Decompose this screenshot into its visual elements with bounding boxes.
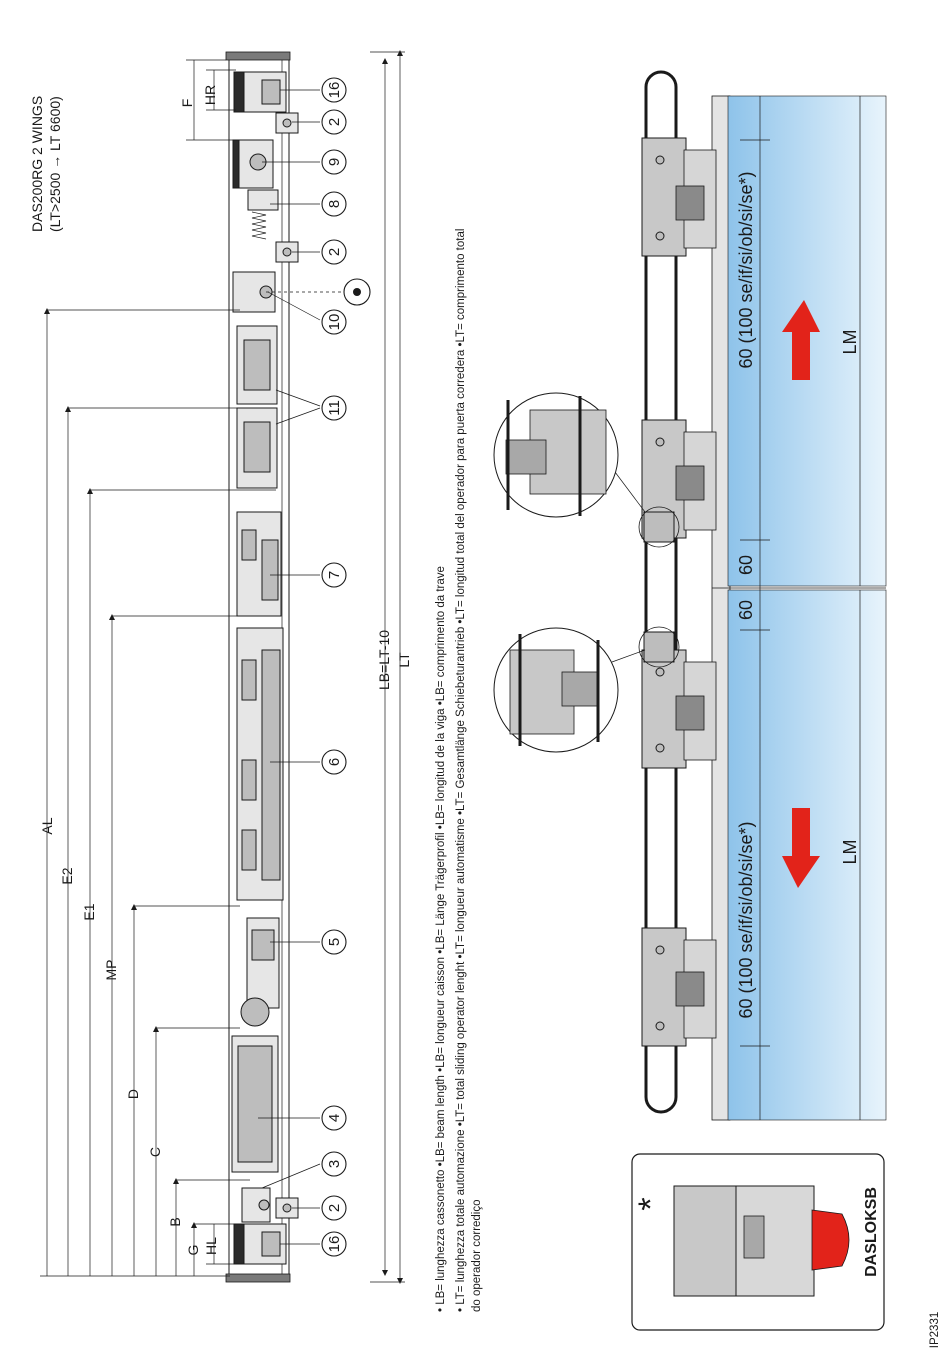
dim-mp: MP [103,960,119,981]
door-leaves [493,70,887,1121]
dimension-lines [40,50,405,1284]
lock-device [241,1187,271,1223]
callout-10: 10 [321,309,347,335]
inset-red-knob [811,1209,850,1271]
svg-text:7: 7 [326,571,343,579]
callout-2-top: 2 [321,109,347,135]
dim-hr: HR [202,85,218,105]
carriage-block-4 [641,927,717,1047]
inset-label: DASLOKSB [863,1187,880,1277]
callout-16-bottom: 16 [321,1231,347,1257]
inset-asterisk: * [632,1197,670,1210]
dim-lt: LT [396,652,412,668]
pivot-symbol [343,278,371,306]
detail-magnifier-upper [493,392,646,518]
lm-label-lower: LM [840,839,860,864]
callout-2-middle: 2 [321,239,347,265]
svg-text:10: 10 [326,314,343,331]
electronic-control-unit [236,627,284,901]
top-end-cap [225,51,291,61]
callout-16-top: 16 [321,77,347,103]
carriage-block-3 [641,649,717,769]
dim-e1: E1 [81,903,97,920]
svg-text:8: 8 [326,200,343,208]
gap-label-upper: 60 [736,555,756,575]
callout-11: 11 [321,395,347,421]
svg-text:3: 3 [326,1160,343,1168]
svg-text:5: 5 [326,938,343,946]
legend-line-3: do operador corrediço [471,1199,483,1312]
belt-clamp-lower [643,631,675,663]
stroke-label-lower: 60 (100 se/if/si/ob/si/se*) [736,821,756,1018]
detail-ring-upper [638,506,680,548]
svg-text:9: 9 [326,158,343,166]
guide-rail [644,70,678,1114]
detail-magnifier-lower [493,627,646,753]
end-stop-bottom [233,1223,287,1265]
callout-2-bottom: 2 [321,1195,347,1221]
svg-text:16: 16 [326,1236,343,1253]
belt-tensioner [247,189,279,240]
dim-d: D [125,1089,141,1099]
leader-lines [258,89,343,1245]
motor [240,917,280,1027]
control-board [236,511,282,617]
svg-text:11: 11 [326,400,343,416]
callout-5: 5 [321,929,347,955]
bottom-end-cap [225,1273,291,1283]
inset-body [673,1185,739,1297]
svg-text:2: 2 [326,248,343,256]
model-title: DAS200RG 2 WINGS [29,96,45,232]
arrow-open-down [782,808,820,888]
detail-ring-lower [638,626,680,668]
battery [231,1035,279,1173]
carriage-upper [236,325,278,405]
dim-e2: E2 [59,867,75,884]
inset-box [631,1153,885,1331]
callout-8: 8 [321,191,347,217]
svg-text:2: 2 [326,1204,343,1212]
cable-clamp-bottom [275,1197,299,1219]
dim-c: C [147,1147,163,1157]
svg-text:16: 16 [326,82,343,99]
cable-clamp-top [275,112,299,134]
legend-line-1: • LB= lunghezza cassonetto •LB= beam len… [435,566,447,1312]
model-range: (LT>2500 → LT 6600) [47,96,63,232]
callout-6: 6 [321,749,347,775]
dim-b: B [167,1217,183,1226]
idler-pulley [232,139,274,189]
operator-beam [225,51,299,1283]
svg-text:2: 2 [326,118,343,126]
dim-al: AL [39,817,55,834]
dim-g: G [185,1245,201,1256]
svg-text:4: 4 [326,1114,343,1122]
legend-line-2: • LT= lunghezza totale automazione •LT= … [455,229,467,1312]
carriage-lower [236,407,278,489]
callout-4: 4 [321,1105,347,1131]
end-stop-top [233,71,287,113]
dim-lb: LB=LT-10 [376,630,392,690]
arrow-open-up [782,300,820,380]
drawing-code: IP2331 [929,1312,941,1348]
svg-text:6: 6 [326,758,343,766]
callout-9: 9 [321,149,347,175]
cable-clamp-middle [275,241,299,263]
callout-3: 3 [321,1151,347,1177]
callout-7: 7 [321,562,347,588]
gap-label-lower: 60 [736,600,756,620]
dim-hl: HL [203,1237,219,1255]
stroke-label-upper: 60 (100 se/if/si/ob/si/se*) [736,171,756,368]
carriage-block-1 [641,137,717,257]
dim-f: F [179,99,195,108]
belt-clamp-upper [643,511,675,543]
lm-label-upper: LM [840,329,860,354]
